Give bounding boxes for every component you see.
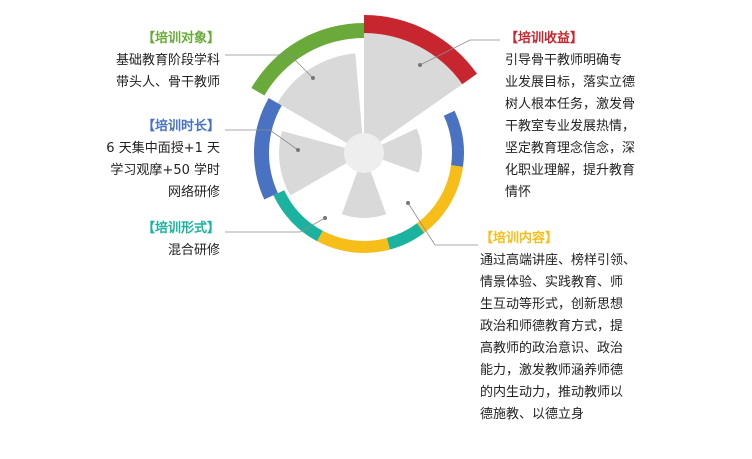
leader-duration — [225, 129, 299, 151]
target-block: 【培训对象】 基础教育阶段学科 带头人、骨干教师 — [116, 28, 220, 94]
arc-duration — [253, 98, 282, 200]
wedge-benefit — [364, 33, 463, 153]
leader-form-dot — [323, 216, 327, 220]
leader-benefit — [419, 39, 500, 66]
content-title: 【培训内容】 — [480, 231, 559, 246]
form-text: 混合研修 — [167, 243, 220, 258]
leader-content-dot — [406, 201, 410, 205]
leader-benefit-dot — [418, 63, 422, 67]
arc-teal-small — [386, 223, 425, 250]
arc-form — [273, 190, 323, 242]
leader-target — [225, 54, 314, 79]
content-block: 【培训内容】 通过高端讲座、榜样引领、 情景体验、实践教育、师 生互动等形式，创… — [480, 228, 636, 426]
target-title: 【培训对象】 — [141, 31, 220, 46]
duration-block: 【培训时长】 6 天集中面授+1 天 学习观摩+50 学时 网络研修 — [106, 116, 220, 204]
arc-benefit — [364, 15, 477, 85]
leader-duration-dot — [296, 148, 300, 152]
arc-target — [251, 22, 364, 96]
leader-target-dot — [311, 76, 315, 80]
diagram-segments — [251, 15, 477, 254]
duration-title: 【培训时长】 — [141, 119, 220, 134]
leader-form — [225, 217, 326, 233]
arc-content — [317, 230, 390, 254]
benefit-block: 【培训收益】 引导骨干教师明确专 业发展目标，落实立德 树人根本任务，激发骨 干… — [505, 28, 635, 204]
form-block: 【培训形式】 混合研修 — [142, 218, 220, 262]
wedge-content-2 — [341, 153, 387, 219]
wedge-duration — [279, 131, 364, 196]
leader-content — [407, 202, 478, 246]
duration-text: 6 天集中面授+1 天 学习观摩+50 学时 网络研修 — [106, 141, 220, 200]
arc-yellow-small — [417, 165, 463, 233]
target-text: 基础教育阶段学科 带头人、骨干教师 — [115, 53, 220, 90]
content-text: 通过高端讲座、榜样引领、 情景体验、实践教育、师 生互动等形式，创新思想 政治和… — [480, 253, 637, 422]
wedge-target — [277, 53, 364, 153]
form-title: 【培训形式】 — [141, 221, 220, 236]
leader-lines — [225, 39, 500, 246]
center-circle — [344, 133, 384, 173]
arc-blue-small — [443, 110, 464, 167]
benefit-text: 引导骨干教师明确专 业发展目标，落实立德 树人根本任务，激发骨 干教室专业发展热… — [505, 53, 636, 200]
wedge-content-1 — [364, 128, 423, 173]
benefit-title: 【培训收益】 — [505, 31, 584, 46]
